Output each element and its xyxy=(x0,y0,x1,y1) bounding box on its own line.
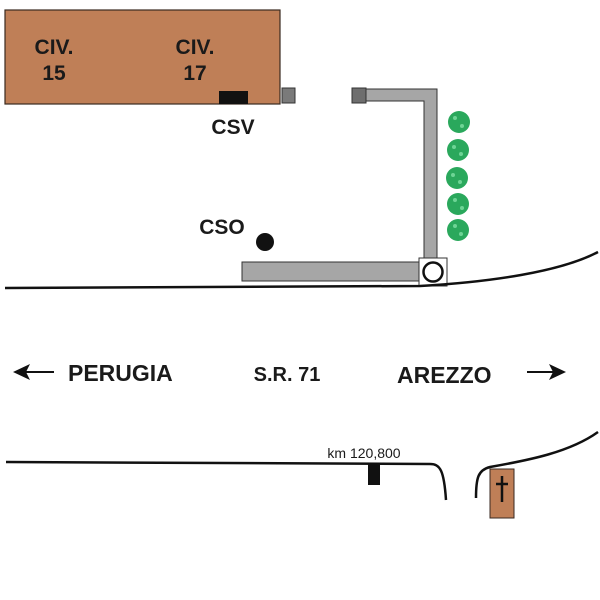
road-edge-north xyxy=(4,250,599,290)
km-marker-label: km 120,800 xyxy=(327,445,400,461)
hedge xyxy=(446,111,470,241)
shrub-icon xyxy=(447,139,469,161)
perugia-label: PERUGIA xyxy=(68,360,173,386)
shrub-icon xyxy=(448,111,470,133)
building-block xyxy=(4,9,281,105)
arrow-right-icon xyxy=(527,364,566,380)
km-marker-post xyxy=(368,464,380,485)
shrub-icon xyxy=(446,167,468,189)
shrub-icon xyxy=(447,219,469,241)
pipe-end-block-right xyxy=(351,87,367,104)
pipe-vertical xyxy=(365,88,438,259)
arrow-left-icon xyxy=(13,364,54,380)
road-edge-south-east xyxy=(474,430,599,499)
cross-icon xyxy=(496,476,508,502)
cso-label: CSO xyxy=(199,216,245,239)
csv-meter-box xyxy=(219,91,248,104)
civ15-label-line2: 15 xyxy=(42,62,66,85)
civ17-label-line1: CIV. xyxy=(176,36,215,59)
cso-point xyxy=(256,233,274,251)
civ17-label-line2: 17 xyxy=(183,62,206,85)
road-name-label: S.R. 71 xyxy=(254,364,321,386)
csv-label: CSV xyxy=(211,116,254,139)
pipe-horizontal xyxy=(241,261,421,282)
valve-icon xyxy=(422,261,444,283)
civ15-label-line1: CIV. xyxy=(35,36,74,59)
road-edge-south xyxy=(5,460,448,501)
arezzo-label: AREZZO xyxy=(397,362,492,388)
pipe-end-block-left xyxy=(281,87,296,104)
shrub-icon xyxy=(447,193,469,215)
